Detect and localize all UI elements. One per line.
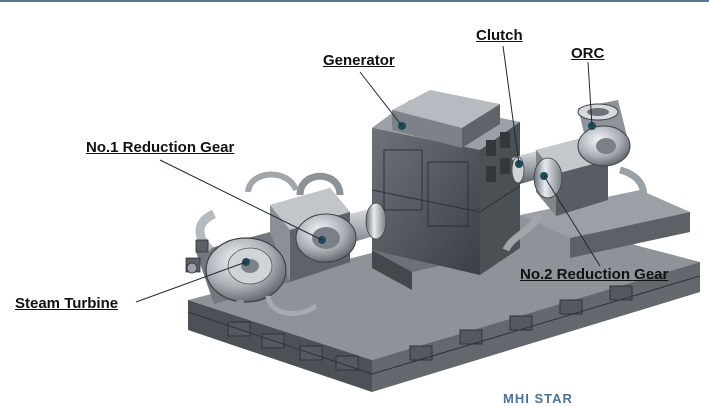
label-orc: ORC — [571, 45, 605, 62]
generator-body — [371, 90, 521, 290]
label-clutch: Clutch — [476, 27, 523, 44]
reduction-gear-1 — [245, 171, 387, 282]
label-reduction-gear-2: No.2 Reduction Gear — [520, 266, 669, 283]
label-steam-turbine: Steam Turbine — [15, 295, 119, 312]
top-border — [0, 0, 709, 2]
footer-caption: MHI STAR — [503, 391, 573, 406]
label-reduction-gear-1: No.1 Reduction Gear — [86, 139, 235, 156]
leader-lines — [135, 45, 601, 303]
steam-turbine — [185, 209, 318, 324]
orc-skid — [520, 190, 690, 258]
label-generator: Generator — [323, 52, 395, 69]
